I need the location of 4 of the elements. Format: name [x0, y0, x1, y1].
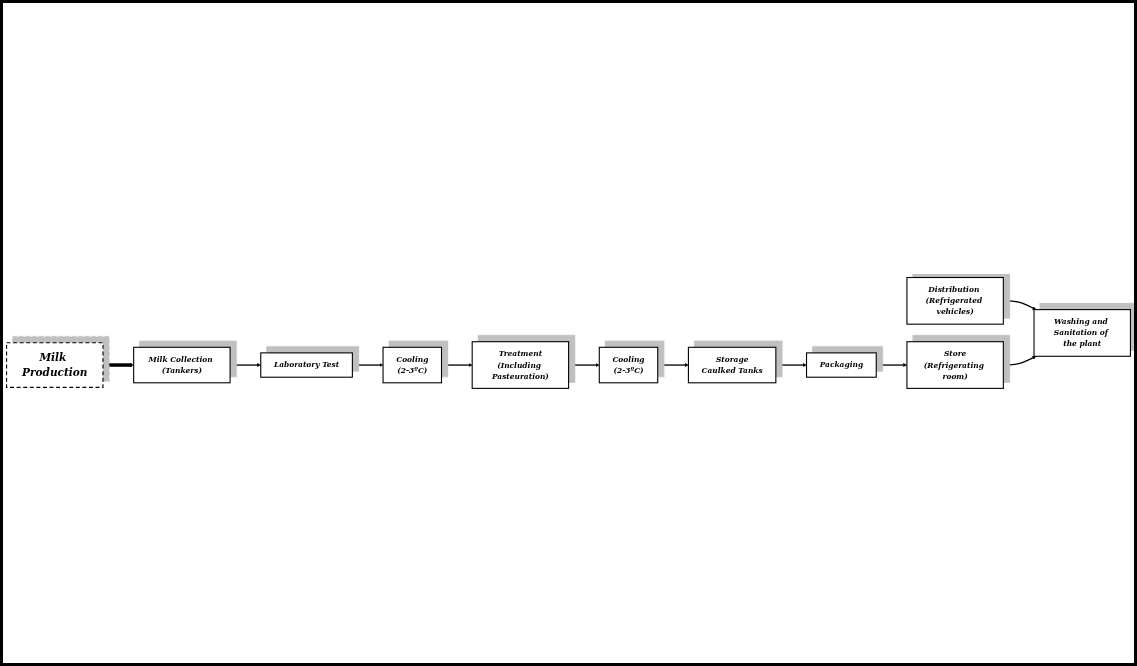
arrow	[657, 363, 689, 367]
arrow	[775, 363, 807, 367]
node-box: Milk Production	[6, 342, 104, 388]
arrow	[103, 363, 134, 367]
